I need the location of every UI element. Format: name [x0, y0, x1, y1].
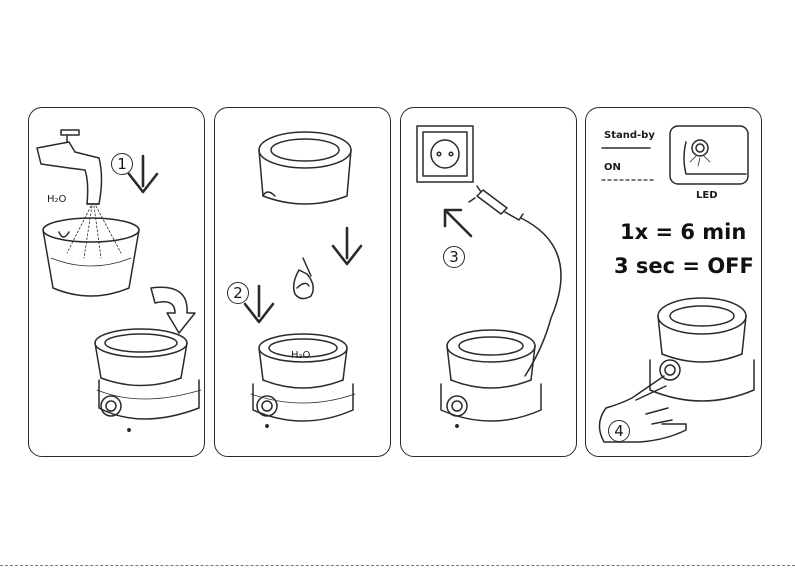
step-4-panel: Stand-by ON LED 1x = 6 min 3 sec = OFF 4: [585, 107, 762, 457]
step-number-2: 2: [227, 282, 249, 304]
step-1-panel: 1 H₂O: [28, 107, 205, 457]
instruction-off: 3 sec = OFF: [614, 254, 754, 278]
water-spray: [67, 206, 121, 258]
standby-label: Stand-by: [604, 130, 655, 141]
cut-line: [0, 565, 795, 566]
led-label: LED: [696, 190, 718, 201]
down-arrow-icon: [129, 156, 157, 192]
down-arrow-icon: [245, 228, 361, 322]
oil-drop-icon: [294, 258, 314, 299]
instruction-duration: 1x = 6 min: [620, 220, 746, 244]
on-label: ON: [604, 162, 621, 173]
bowl-icon: [43, 218, 139, 296]
step-number-4: 4: [608, 420, 630, 442]
step-number-1: 1: [111, 153, 133, 175]
h2o-label: H₂O: [291, 350, 310, 361]
step-number-3: 3: [443, 246, 465, 268]
wall-socket-icon: [417, 126, 473, 182]
led-detail-icon: [670, 126, 748, 184]
lid-icon: [259, 132, 351, 204]
step-3-panel: 3: [400, 107, 577, 457]
plug-icon: [469, 186, 523, 220]
step-4-illustration: [586, 108, 763, 458]
diffuser-base-icon: [441, 330, 541, 427]
diffuser-base-icon: [251, 334, 355, 427]
diffuser-base-icon: [95, 329, 201, 431]
water-tap-icon: [37, 130, 102, 204]
step-3-illustration: [401, 108, 578, 458]
h2o-label: H₂O: [47, 194, 66, 205]
curved-arrow-icon: [151, 287, 195, 333]
power-cable: [521, 218, 561, 376]
step-2-panel: 2 H₂O: [214, 107, 391, 457]
up-left-arrow-icon: [445, 210, 471, 236]
